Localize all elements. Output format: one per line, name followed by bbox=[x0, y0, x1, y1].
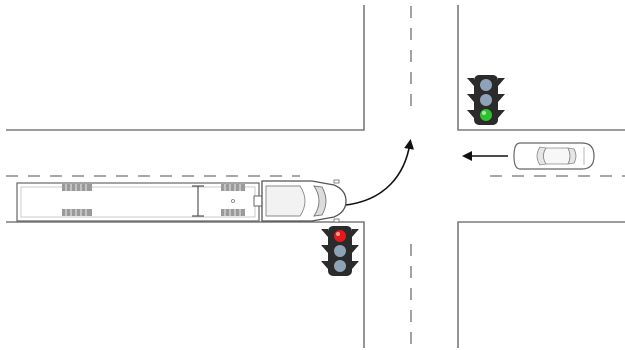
semi-truck bbox=[16, 179, 347, 223]
car-rear-window bbox=[567, 147, 577, 165]
signal-lamp-middle bbox=[334, 245, 346, 257]
signal-lamp-bottom bbox=[334, 260, 346, 272]
trailer-wheels-front-top bbox=[221, 184, 245, 191]
king-pin bbox=[231, 199, 235, 203]
signal-lamp-middle bbox=[480, 94, 492, 106]
truck-mirror-right bbox=[333, 218, 340, 223]
semi-trailer bbox=[16, 182, 260, 222]
road-edge-northwest bbox=[6, 5, 365, 131]
truck-cab-roof bbox=[265, 185, 306, 217]
car-roof bbox=[543, 147, 571, 165]
road-edge-southwest bbox=[6, 221, 365, 348]
truck-mirror-left bbox=[333, 179, 340, 184]
signal-lamp-green bbox=[480, 109, 492, 121]
car bbox=[513, 142, 595, 170]
road-edge-southeast bbox=[457, 221, 625, 348]
lane-markings bbox=[6, 6, 625, 346]
trailer-wheels-rear-bottom bbox=[62, 209, 92, 216]
signal-lamp-red bbox=[334, 230, 346, 242]
traffic-light-northeast bbox=[467, 75, 505, 125]
traffic-light-southwest bbox=[321, 226, 359, 276]
truck-windshield bbox=[313, 185, 327, 217]
trailer-wheels-rear-top bbox=[62, 184, 92, 191]
left-turn-arrow bbox=[345, 139, 415, 206]
road-edge-northeast bbox=[457, 5, 625, 131]
signal-lamp-top bbox=[480, 79, 492, 91]
trailer-wheels-front-bottom bbox=[221, 209, 245, 216]
trailer-landing-gear bbox=[192, 185, 204, 217]
road-edges bbox=[6, 5, 625, 348]
